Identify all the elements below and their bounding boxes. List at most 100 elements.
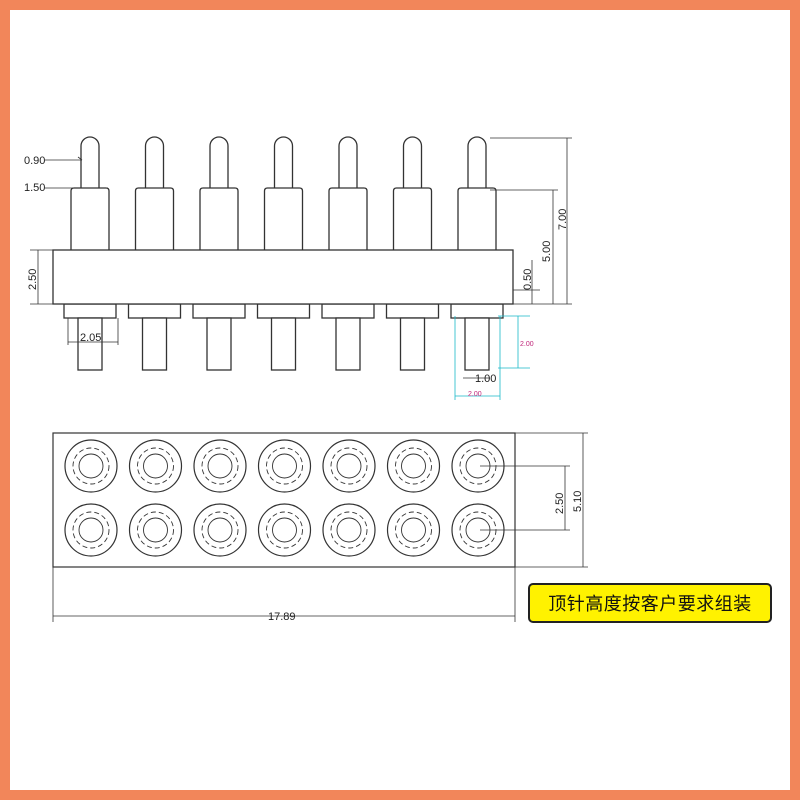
- hole-inner: [207, 453, 233, 479]
- hole-inner: [272, 517, 297, 543]
- dim-gap: 0.50: [522, 269, 534, 290]
- pin-tail: [464, 317, 490, 371]
- pin-flange: [256, 303, 311, 319]
- pin-flange: [450, 303, 504, 319]
- pin-hole: [386, 503, 441, 557]
- hole-dashed: [395, 447, 432, 485]
- side-view: 0.90 1.50 2.50 2.05 5.00 7.00 0.50: [24, 136, 572, 400]
- dim-total-height: 7.00: [557, 209, 569, 230]
- pogo-pin: [127, 136, 182, 371]
- hole-inner: [401, 453, 426, 479]
- hole-outer: [128, 503, 183, 557]
- pin-hole: [193, 439, 247, 493]
- hole-inner: [143, 453, 168, 479]
- hole-outer: [257, 439, 312, 493]
- pogo-pin: [385, 136, 440, 371]
- hole-outer: [193, 503, 247, 557]
- top-view-body: [52, 432, 516, 568]
- hole-dashed: [330, 511, 368, 549]
- hole-outer: [386, 503, 441, 557]
- hole-outer: [64, 439, 118, 493]
- hole-dashed: [201, 447, 239, 485]
- pin-hole: [128, 503, 183, 557]
- hole-dashed: [266, 511, 303, 549]
- dim-tail-length: 2.05: [80, 332, 101, 344]
- pin-flange: [63, 303, 117, 319]
- hole-inner: [401, 517, 426, 543]
- dim-tip-diameter: 0.90: [24, 155, 45, 167]
- hole-dashed: [72, 447, 110, 485]
- hole-inner: [336, 453, 362, 479]
- dim-tail-diameter: 1.00: [475, 373, 496, 385]
- pin-tip: [144, 136, 165, 188]
- hole-inner: [336, 517, 362, 543]
- pin-barrel: [457, 187, 497, 250]
- pin-tail: [270, 317, 297, 371]
- hole-outer: [193, 439, 247, 493]
- pin-hole: [257, 503, 312, 557]
- pogo-pin: [450, 136, 504, 371]
- hole-dashed: [137, 511, 174, 549]
- pin-flange: [321, 303, 375, 319]
- pin-hole: [386, 439, 441, 493]
- pin-tail: [77, 317, 103, 371]
- dim-body-height: 2.50: [27, 269, 39, 290]
- hole-dashed: [330, 447, 368, 485]
- dim-pitch-bottom: 2.00: [468, 391, 482, 398]
- pin-tip: [467, 136, 487, 188]
- pin-hole: [322, 439, 376, 493]
- pin-hole: [257, 439, 312, 493]
- dim-barrel-diameter: 1.50: [24, 182, 45, 194]
- dim-length: 17.89: [268, 611, 296, 623]
- pin-barrel: [263, 187, 304, 250]
- pin-barrel: [328, 187, 368, 250]
- dim-width: 5.10: [572, 491, 584, 512]
- hole-inner: [272, 453, 297, 479]
- pin-tip: [273, 136, 294, 188]
- pin-hole: [128, 439, 183, 493]
- pin-tip: [209, 136, 229, 188]
- hole-outer: [128, 439, 183, 493]
- pin-hole: [193, 503, 247, 557]
- pin-hole: [64, 439, 118, 493]
- pin-tip: [80, 136, 100, 188]
- pogo-pin: [321, 136, 375, 371]
- top-view: 2.50 5.10 17.89: [52, 432, 588, 623]
- hole-outer: [322, 439, 376, 493]
- hole-outer: [257, 503, 312, 557]
- pin-tip: [338, 136, 358, 188]
- pin-hole: [322, 503, 376, 557]
- pin-barrel: [134, 187, 175, 250]
- pin-tail: [206, 317, 232, 371]
- pin-barrel: [70, 187, 110, 250]
- pogo-pin: [256, 136, 311, 371]
- hole-outer: [322, 503, 376, 557]
- hole-dashed: [137, 447, 174, 485]
- housing-body: [52, 249, 514, 305]
- pin-tail: [335, 317, 361, 371]
- dim-row-pitch: 2.50: [554, 493, 566, 514]
- hole-dashed: [395, 511, 432, 549]
- pin-hole: [64, 503, 118, 557]
- pin-tip: [402, 136, 423, 188]
- hole-dashed: [266, 447, 303, 485]
- hole-dashed: [201, 511, 239, 549]
- pogo-pin: [192, 136, 246, 371]
- hole-inner: [78, 453, 104, 479]
- hole-outer: [64, 503, 118, 557]
- pin-tail: [141, 317, 168, 371]
- hole-inner: [143, 517, 168, 543]
- pin-tail: [399, 317, 426, 371]
- pin-barrel: [392, 187, 433, 250]
- hole-dashed: [72, 511, 110, 549]
- dim-pitch: 2.00: [520, 341, 534, 348]
- dim-barrel-length: 5.00: [541, 241, 553, 262]
- pin-barrel: [199, 187, 239, 250]
- pogo-pin: [63, 136, 117, 371]
- pin-flange: [192, 303, 246, 319]
- hole-inner: [207, 517, 233, 543]
- hole-inner: [78, 517, 104, 543]
- pin-flange: [127, 303, 182, 319]
